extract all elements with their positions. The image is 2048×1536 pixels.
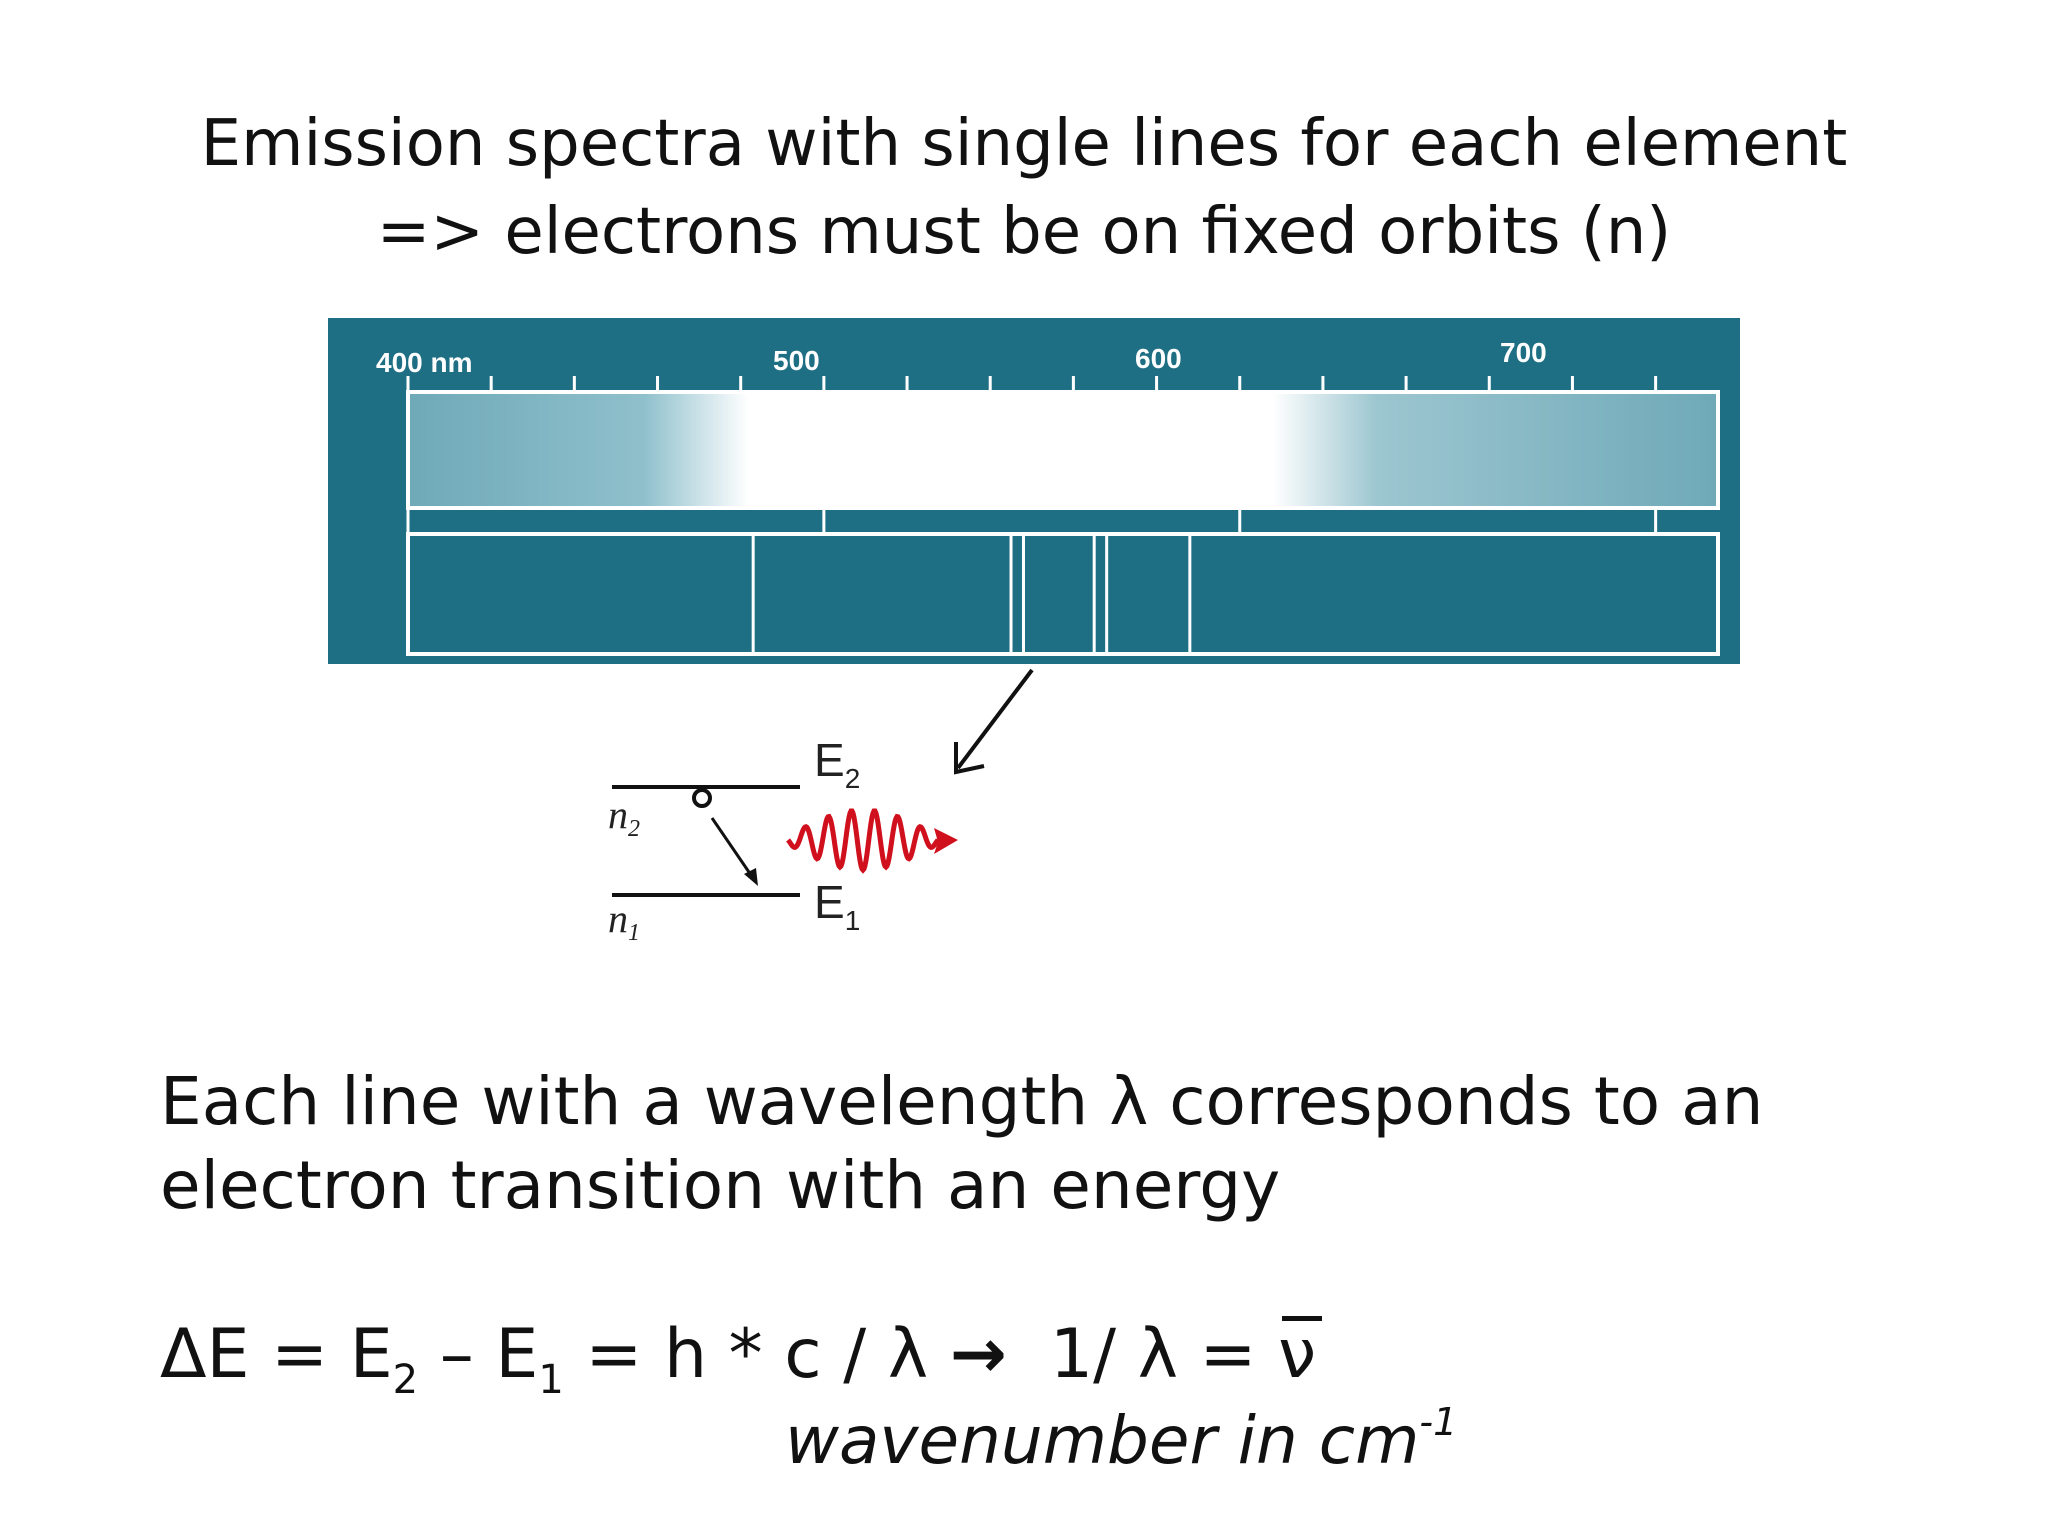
wavenumber-symbol: ν <box>1278 1310 1316 1400</box>
formula-sub-1: 2 <box>393 1357 418 1403</box>
emission-spectrum-band <box>408 534 1718 654</box>
wavenumber-text: wavenumber in cm <box>785 1402 1419 1479</box>
energy-formula: ΔE = E2 – E1 = h * c / λ → 1/ λ = ν <box>160 1310 1316 1410</box>
energy-E2-label: E2 <box>814 734 860 794</box>
formula-part-2: – E <box>418 1315 538 1394</box>
title-line-1: Emission spectra with single lines for e… <box>0 100 2048 188</box>
body-line-2: electron transition with an energy <box>160 1144 1960 1228</box>
level-n1-label: n1 <box>608 896 640 946</box>
electron-dot <box>694 790 710 806</box>
wavenumber-caption: wavenumber in cm-1 <box>785 1396 1457 1486</box>
formula-part-3: = h * c / λ <box>564 1315 950 1394</box>
title-line-2: => electrons must be on fixed orbits (n) <box>0 188 2048 276</box>
transition-arrow <box>712 818 753 878</box>
level-n2-label: n2 <box>608 792 640 842</box>
continuous-spectrum-band <box>408 392 1718 508</box>
tick-label-600: 600 <box>1135 343 1182 374</box>
energy-level-svg: n2 n1 E2 E1 <box>560 660 1020 960</box>
wavenumber-exponent: -1 <box>1419 1400 1457 1444</box>
body-text: Each line with a wavelength λ correspond… <box>160 1060 1960 1228</box>
photon-wave <box>788 811 938 870</box>
body-line-1: Each line with a wavelength λ correspond… <box>160 1060 1960 1144</box>
tick-label-500: 500 <box>773 345 820 376</box>
tick-label-400: 400 nm <box>376 347 473 378</box>
spectrum-figure: 400 nm 500 600 700 <box>328 318 1740 664</box>
formula-sub-2: 1 <box>538 1357 563 1403</box>
spectrum-svg: 400 nm 500 600 700 <box>328 318 1740 664</box>
formula-part-4: 1/ λ = <box>1007 1315 1278 1394</box>
energy-E1-label: E1 <box>814 876 860 936</box>
transition-arrow-head <box>744 868 758 886</box>
energy-level-diagram: n2 n1 E2 E1 <box>560 660 1020 960</box>
slide-title: Emission spectra with single lines for e… <box>0 100 2048 276</box>
tick-label-700: 700 <box>1500 337 1547 368</box>
formula-part-1: ΔE = E <box>160 1315 393 1394</box>
formula-arrow: → <box>950 1315 1007 1394</box>
